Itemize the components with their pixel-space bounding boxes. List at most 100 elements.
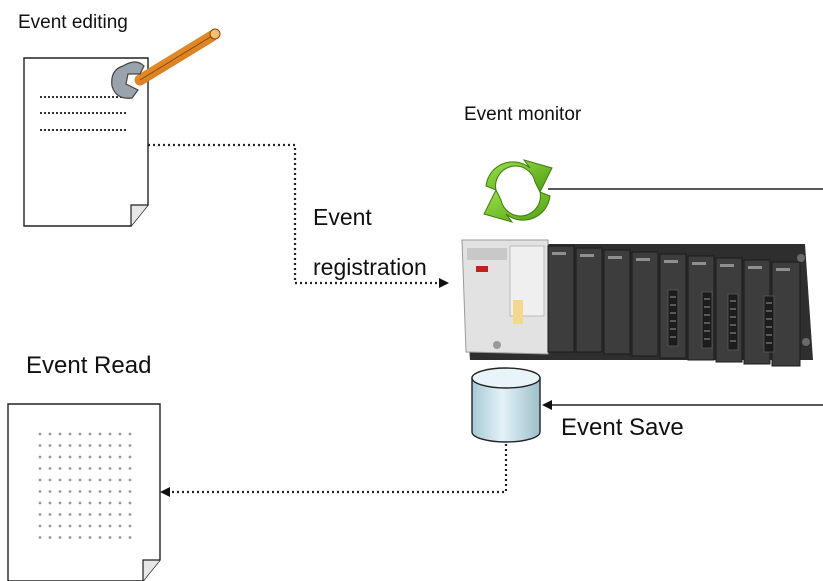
document-dot [108,455,112,459]
document-dot [128,536,132,539]
document-dot [38,513,42,516]
document-dot [58,455,62,459]
document-dot [78,501,82,505]
document-dot [128,432,132,436]
document-dot [48,536,52,539]
document-dot [38,478,42,482]
document-dot [68,501,72,505]
document-dot [88,444,92,447]
document-dot [68,478,72,482]
document-dot [38,455,42,459]
document-dot [128,478,132,482]
document-dot [108,501,112,505]
document-dot [48,444,52,447]
document-dot [118,501,122,505]
document-dot [108,432,112,436]
document-dot [78,455,82,459]
document-dot [48,501,52,505]
document-dot [48,478,52,482]
event-editing-label: Event editing [18,12,128,33]
plc-rack-icon [461,239,813,367]
document-dot [88,467,92,470]
document-dot [78,444,82,447]
document-dot [118,455,122,459]
document-dot [58,478,62,482]
document-dot [68,455,72,459]
document-dot [58,513,62,516]
document-dot [78,467,82,470]
document-dot [98,444,102,447]
document-dot [128,501,132,505]
document-dot [98,513,102,516]
document-dot [48,455,52,459]
database-icon [471,367,541,443]
document-dot [38,501,42,505]
document-dot [98,536,102,539]
document-dot [68,513,72,516]
document-dot [38,467,42,470]
document-dot [88,490,92,493]
document-dot [78,536,82,539]
document-dot [58,432,62,436]
document-dot [118,524,122,528]
event-save-label: Event Save [561,414,684,441]
document-dot [128,455,132,459]
document-dot [98,467,102,470]
document-dot [38,524,42,528]
document-dot [128,513,132,516]
document-dot [98,501,102,505]
document-dot [108,490,112,493]
read-connector [160,444,508,497]
read-document-icon [7,403,161,581]
document-dot [48,432,52,436]
document-dot [98,490,102,493]
refresh-cycle-icon [483,159,553,223]
document-dot [58,444,62,447]
document-dot [58,524,62,528]
wrench-icon [111,28,221,99]
dotted-content [38,432,132,539]
document-dot [118,432,122,436]
document-dot [118,467,122,470]
document-dot [98,432,102,436]
document-dot [78,478,82,482]
document-dot [88,536,92,539]
document-dot [78,432,82,436]
document-dot [68,524,72,528]
document-dot [58,467,62,470]
document-dot [38,490,42,493]
document-dot [128,490,132,493]
document-dot [108,524,112,528]
document-dot [118,513,122,516]
document-dot [108,444,112,447]
document-dot [68,490,72,493]
document-dot [118,490,122,493]
event-registration-label-line1: Event [313,204,372,230]
document-dot [128,524,132,528]
document-dot [128,467,132,470]
document-dot [88,432,92,436]
event-registration-label-line2: registration [313,254,427,280]
document-dot [88,524,92,528]
document-dot [108,513,112,516]
document-dot [38,536,42,539]
document-dot [88,455,92,459]
registration-connector [148,143,449,288]
document-dot [68,536,72,539]
edit-document-icon [23,57,149,227]
document-dot [118,478,122,482]
document-dot [98,478,102,482]
document-dot [58,536,62,539]
document-dot [78,524,82,528]
document-dot [128,444,132,447]
document-dot [38,444,42,447]
document-dot [108,478,112,482]
document-dot [68,444,72,447]
document-dot [58,490,62,493]
event-monitor-label: Event monitor [464,104,582,125]
document-dot [88,501,92,505]
document-dot [108,536,112,539]
event-read-label: Event Read [26,352,152,379]
document-dot [88,513,92,516]
